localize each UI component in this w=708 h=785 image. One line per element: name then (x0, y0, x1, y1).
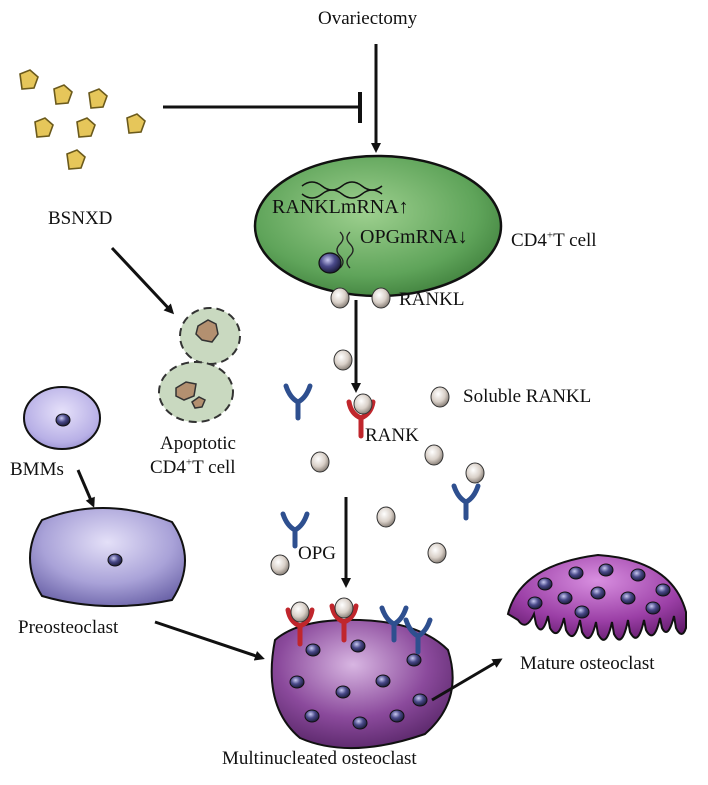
apoptotic-cd4-superscript: + (185, 456, 193, 469)
cd4-text: CD4 (511, 230, 547, 251)
rank-label: RANK (365, 425, 419, 446)
bmm-to-preosteoclast-arrow (76, 469, 95, 508)
soluble-rankl-label: Soluble RANKL (463, 386, 592, 407)
bsnxd-particle (53, 84, 73, 105)
mature-osteoclast-label: Mature osteoclast (520, 653, 655, 674)
bmms-label: BMMs (10, 459, 64, 480)
preosteoclast-cell (29, 507, 186, 608)
mature-osteoclast (506, 553, 687, 641)
opg-mrna-label: OPGmRNA↓ (360, 226, 468, 248)
apoptotic-label-line2: CD4+T cell (150, 457, 236, 479)
soluble-rankl-particles (270, 349, 485, 576)
t-cell-text: T cell (553, 230, 597, 251)
multinucleated-to-mature-arrow (431, 658, 503, 702)
bsnxd-particle (66, 149, 86, 170)
multinucleated-osteoclast (270, 597, 454, 749)
bsnxd-particle (34, 117, 54, 138)
rankl-label: RANKL (399, 289, 465, 310)
cd4-t-cell (253, 154, 503, 298)
apoptotic-cd4-text: CD4 (150, 457, 186, 478)
opg-label: OPG (298, 543, 337, 564)
rankl-mrna-label: RANKLmRNA↑ (272, 196, 409, 218)
bmm-cell (23, 386, 101, 450)
preosteoclast-to-multinucleated-arrow (154, 620, 265, 661)
bsnxd-particle (76, 117, 96, 138)
bsnxd-apoptosis-arrow (110, 246, 175, 315)
bsnxd-particle (88, 88, 108, 109)
multinucleated-osteoclast-label: Multinucleated osteoclast (222, 748, 417, 769)
apoptotic-label-line1: Apoptotic (160, 433, 236, 454)
ovariectomy-label: Ovariectomy (318, 8, 418, 29)
bsnxd-particle (19, 69, 39, 90)
apoptotic-t-cell-text: T cell (192, 457, 236, 478)
bsnxd-particle (126, 113, 146, 134)
inhibition-arrow (163, 92, 362, 123)
apoptotic-t-cells (158, 307, 241, 423)
preosteoclast-label: Preosteoclast (18, 617, 119, 638)
bsnxd-label: BSNXD (48, 208, 113, 229)
bsnxd-particles (19, 69, 146, 170)
cd4-superscript: + (546, 229, 554, 242)
cd4-t-cell-label: CD4+T cell (511, 230, 597, 252)
